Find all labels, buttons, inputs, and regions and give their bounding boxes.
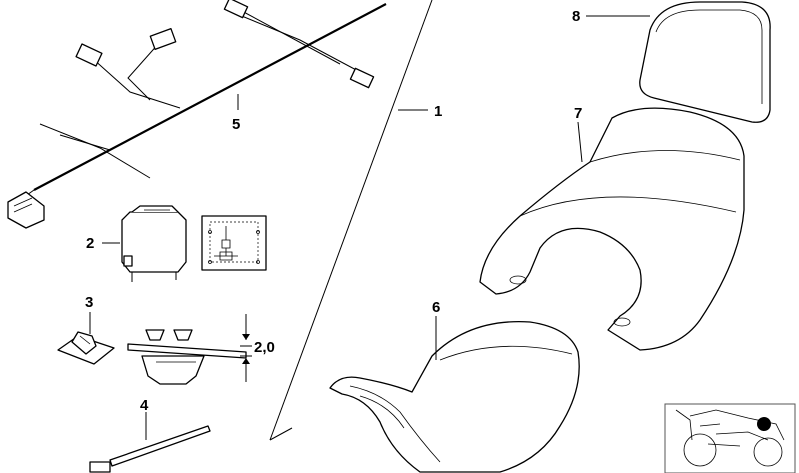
cable-tie-illustration [89, 425, 211, 473]
callout-8: 8 [572, 8, 580, 25]
relay-schematic [201, 215, 267, 271]
callout-leader-7 [577, 121, 583, 163]
relay-illustration [121, 205, 187, 282]
passenger-seat-pad-illustration [639, 1, 771, 123]
callout-3: 3 [85, 294, 93, 311]
wiring-harness-illustration [7, 0, 387, 229]
callout-6: 6 [432, 299, 440, 316]
dimension-label: 2,0 [254, 339, 275, 356]
rider-seat-illustration [329, 320, 580, 473]
push-fastener-illustration [127, 329, 247, 385]
divider-tick [269, 427, 293, 441]
callout-2: 2 [86, 235, 94, 252]
dimension-marker [240, 314, 252, 382]
cable-clip-illustration [57, 331, 115, 365]
callout-1: 1 [434, 103, 442, 120]
callout-4: 4 [140, 397, 149, 414]
callout-7: 7 [574, 105, 582, 122]
location-dot-icon [757, 417, 771, 431]
callout-5: 5 [232, 116, 240, 133]
section-divider [269, 0, 433, 441]
dual-seat-illustration [479, 107, 745, 351]
motorcycle-locator-icon [664, 403, 796, 473]
